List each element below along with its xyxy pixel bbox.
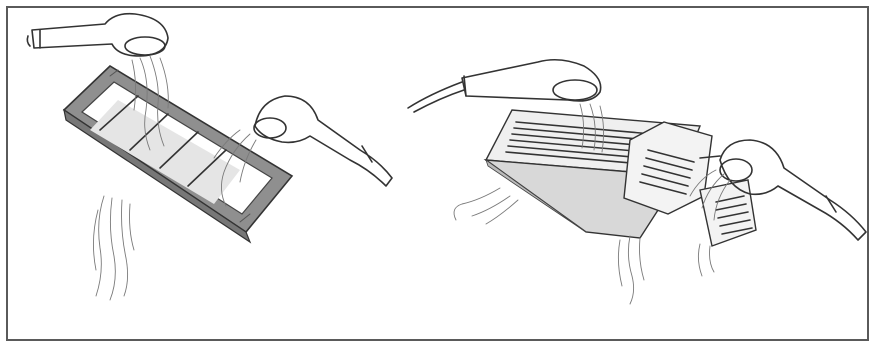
shower-head-icon	[408, 60, 601, 112]
left-panel	[27, 14, 392, 300]
grille-filter	[486, 110, 756, 246]
shower-head-icon	[27, 14, 168, 56]
right-panel	[408, 60, 866, 304]
basket-filter	[64, 66, 292, 242]
